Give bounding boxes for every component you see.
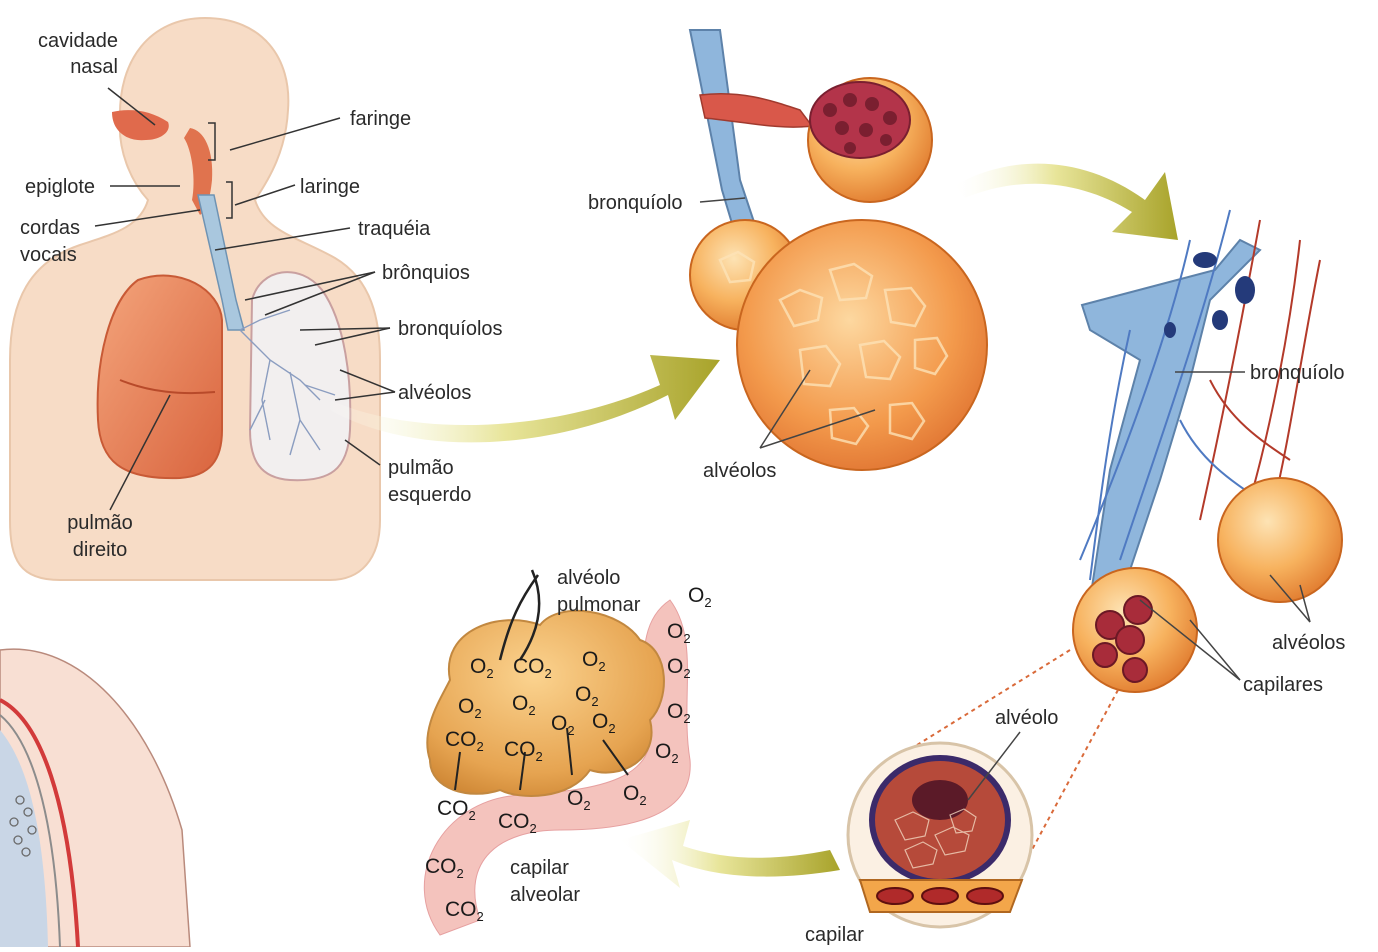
label-epiglote: epiglote — [25, 174, 95, 200]
o2-molecule-label: O2 — [688, 584, 712, 610]
human-torso-illustration — [10, 18, 380, 580]
o2-molecule-label: O2 — [623, 782, 647, 808]
label-pulmao-direito-line1: pulmão — [40, 510, 160, 536]
label-cordas-vocais-line1: cordas — [20, 215, 80, 241]
label-alveolo-pulmonar-line2: pulmonar — [557, 592, 640, 618]
label-alveolos-cluster: alvéolos — [703, 458, 776, 484]
co2-molecule-label: CO2 — [445, 728, 484, 754]
label-faringe: faringe — [350, 106, 411, 132]
label-cordas-vocais-line2: vocais — [20, 242, 77, 268]
o2-molecule-label: O2 — [667, 620, 691, 646]
alveolar-cluster-illustration — [690, 30, 987, 470]
co2-molecule-label: CO2 — [498, 810, 537, 836]
label-alveolo-section: alvéolo — [995, 705, 1058, 731]
lower-left-thorax-figure — [0, 649, 190, 947]
arrow-section-to-exchange — [620, 820, 840, 888]
o2-molecule-label: O2 — [470, 655, 494, 681]
label-alveolo-pulmonar-line1: alvéolo — [557, 565, 620, 591]
label-pulmao-esquerdo-line1: pulmão — [388, 455, 454, 481]
bronchiole-tube — [690, 30, 760, 250]
label-alveolos-capillaries: alvéolos — [1272, 630, 1345, 656]
label-alveolos-body: alvéolos — [398, 380, 471, 406]
capilares-pointer-b — [1190, 620, 1240, 680]
label-pulmao-direito-line2: direito — [40, 537, 160, 563]
right-lung — [98, 276, 222, 479]
label-capilares: capilares — [1243, 672, 1323, 698]
o2-molecule-label: O2 — [592, 710, 616, 736]
o2-molecule-label: O2 — [458, 695, 482, 721]
label-bronquiolo-cluster: bronquíolo — [588, 190, 683, 216]
co2-molecule-label: CO2 — [425, 855, 464, 881]
co2-molecule-label: CO2 — [504, 738, 543, 764]
label-cavidade-nasal-line1: cavidade — [10, 28, 118, 54]
arrow-cluster-to-capillaries — [955, 164, 1178, 240]
capillary-network-illustration — [1073, 210, 1342, 692]
o2-molecule-label: O2 — [655, 740, 679, 766]
arrow-body-to-cluster — [330, 355, 720, 442]
label-bronquiolo-capillaries: bronquíolo — [1250, 360, 1345, 386]
label-bronquiolos: bronquíolos — [398, 316, 503, 342]
label-pulmao-esquerdo-line2: esquerdo — [388, 482, 471, 508]
label-capilar-alveolar-line2: alveolar — [510, 882, 580, 908]
o2-molecule-label: O2 — [551, 712, 575, 738]
co2-molecule-label: CO2 — [437, 797, 476, 823]
label-traqueia: traquéia — [358, 216, 430, 242]
o2-molecule-label: O2 — [667, 655, 691, 681]
red-blood-cells — [877, 888, 1003, 904]
o2-molecule-label: O2 — [512, 692, 536, 718]
o2-molecule-label: O2 — [575, 683, 599, 709]
label-cavidade-nasal-line2: nasal — [10, 54, 118, 80]
o2-molecule-label: O2 — [582, 648, 606, 674]
label-capilar-alveolar-line1: capilar — [510, 855, 569, 881]
alveolus-lumen — [912, 780, 968, 820]
right-alveolar-sac — [1218, 478, 1342, 602]
co2-molecule-label: CO2 — [445, 898, 484, 924]
o2-molecule-label: O2 — [667, 700, 691, 726]
o2-molecule-label: O2 — [567, 787, 591, 813]
label-bronquios: brônquios — [382, 260, 470, 286]
label-laringe: laringe — [300, 174, 360, 200]
alveolus-section-illustration — [848, 650, 1118, 927]
label-capilar-section: capilar — [805, 922, 864, 948]
co2-molecule-label: CO2 — [513, 655, 552, 681]
